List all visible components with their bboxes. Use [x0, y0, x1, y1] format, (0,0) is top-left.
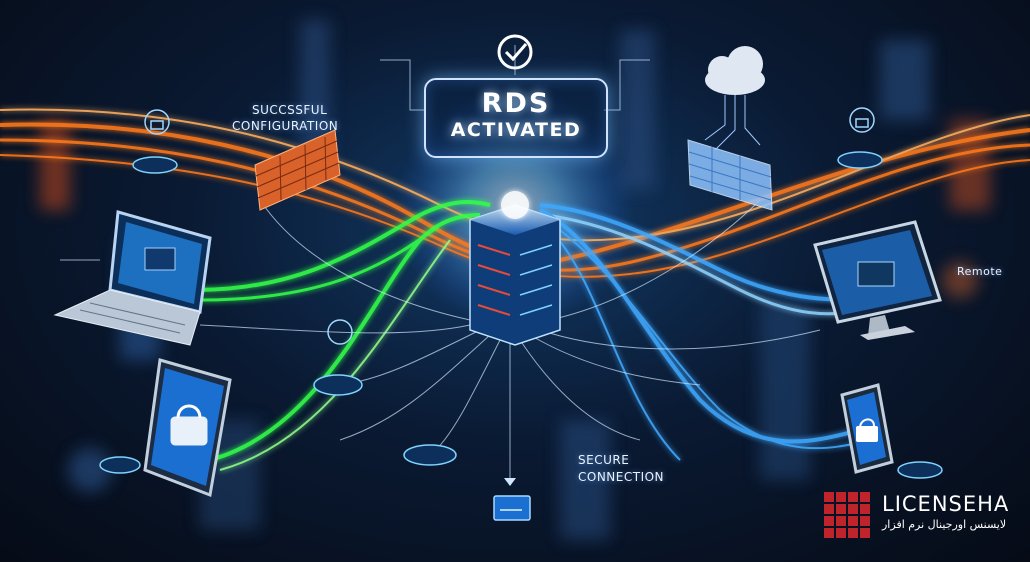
label-secure-connection: SECURE CONNECTION — [578, 452, 664, 486]
lock-icon — [144, 107, 875, 345]
laptop-icon — [53, 210, 212, 346]
check-icon — [497, 34, 533, 70]
label-successful-configuration: SUCCSSFUL CONFIGURATION — [232, 102, 338, 134]
label-successful: SUCCSSFUL — [252, 103, 328, 117]
rds-activated-panel: RDS ACTIVATED — [424, 78, 608, 158]
tablet-icon — [143, 358, 232, 498]
firewall-icon — [687, 139, 773, 211]
lock-icon — [856, 418, 878, 442]
label-configuration: CONFIGURATION — [232, 119, 339, 133]
logo-wordmark: LICENSEHA — [882, 492, 1010, 516]
title-activated: ACTIVATED — [450, 119, 582, 141]
hub-nodes — [99, 151, 943, 479]
title-rds: RDS — [481, 88, 551, 119]
green-streams — [194, 200, 491, 471]
label-secure: SECURE — [578, 453, 630, 467]
monitor-icon — [813, 220, 942, 340]
label-connection: CONNECTION — [578, 470, 665, 484]
lock-icon — [170, 404, 208, 446]
logo-mark — [824, 492, 870, 538]
firewall-icon — [254, 129, 341, 211]
label-remote: Remote — [957, 265, 1003, 278]
smartphone-icon — [840, 383, 894, 474]
cloud-icon — [704, 46, 765, 151]
server-tower-icon — [469, 191, 561, 346]
card-icon — [493, 478, 531, 521]
blue-streams — [539, 203, 871, 461]
logo-tagline: لایسنس اورجینال نرم افزار — [882, 518, 1007, 531]
licenseha-logo: LICENSEHA لایسنس اورجینال نرم افزار — [822, 490, 1022, 540]
